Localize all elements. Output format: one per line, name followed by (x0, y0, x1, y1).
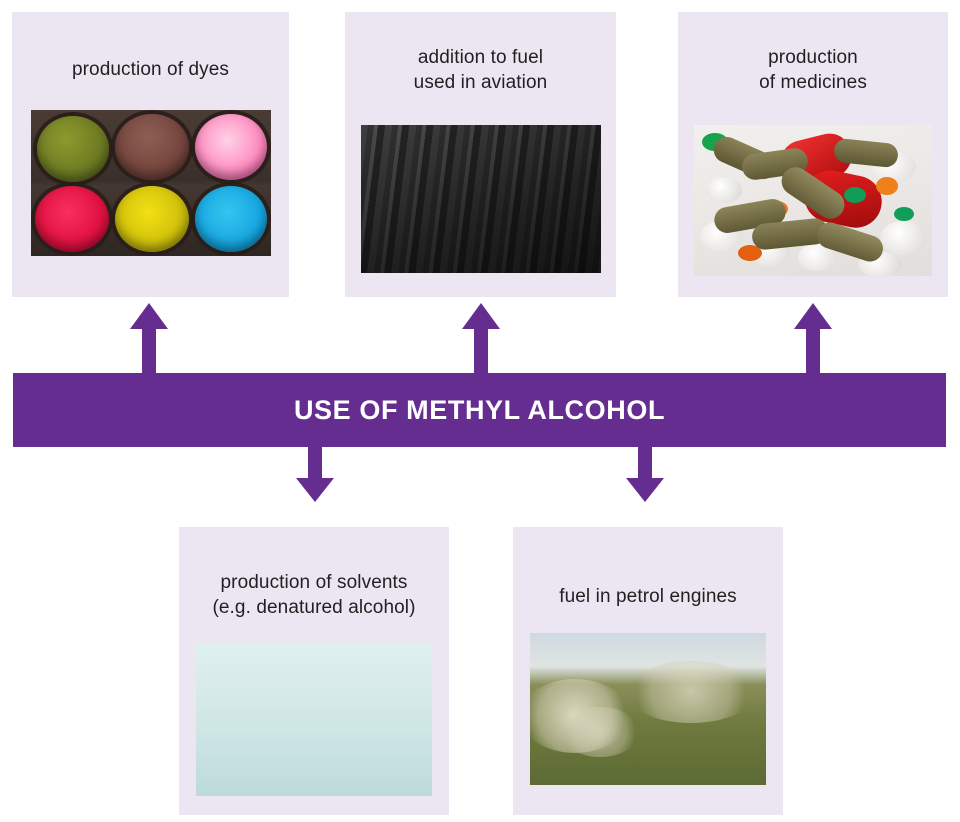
card-addition-to-aviation-fuel: addition to fuel used in aviation (345, 12, 616, 297)
banner-title: USE OF METHYL ALCOHOL (293, 394, 666, 425)
card-production-of-medicines: production of medicines (678, 12, 948, 297)
card-production-of-dyes: production of dyes (12, 12, 289, 297)
arrow-up-to-medicines (793, 303, 833, 375)
photo-helicopter (360, 125, 601, 273)
photo-solvent-bottles (196, 644, 432, 796)
arrow-up-to-dyes (129, 303, 169, 375)
photo-medicines (694, 125, 932, 276)
card-label-petrol: fuel in petrol engines (559, 586, 737, 607)
card-label-dyes: production of dyes (71, 59, 230, 80)
photo-dyes (30, 110, 271, 256)
card-fuel-in-petrol-engines: fuel in petrol engines (513, 527, 783, 815)
arrow-down-to-solvents (295, 446, 335, 502)
photo-motocross (530, 633, 766, 785)
arrow-down-to-petrol (625, 446, 665, 502)
card-production-of-solvents: production of solvents (e.g. denatured a… (179, 527, 449, 815)
arrow-up-to-aviation (461, 303, 501, 375)
card-label-medicines: production of medicines (759, 47, 867, 93)
card-label-solvents: production of solvents (e.g. denatured a… (212, 572, 416, 618)
banner-use-of-methyl-alcohol: USE OF METHYL ALCOHOL (13, 373, 946, 447)
card-label-aviation: addition to fuel used in aviation (413, 47, 548, 93)
